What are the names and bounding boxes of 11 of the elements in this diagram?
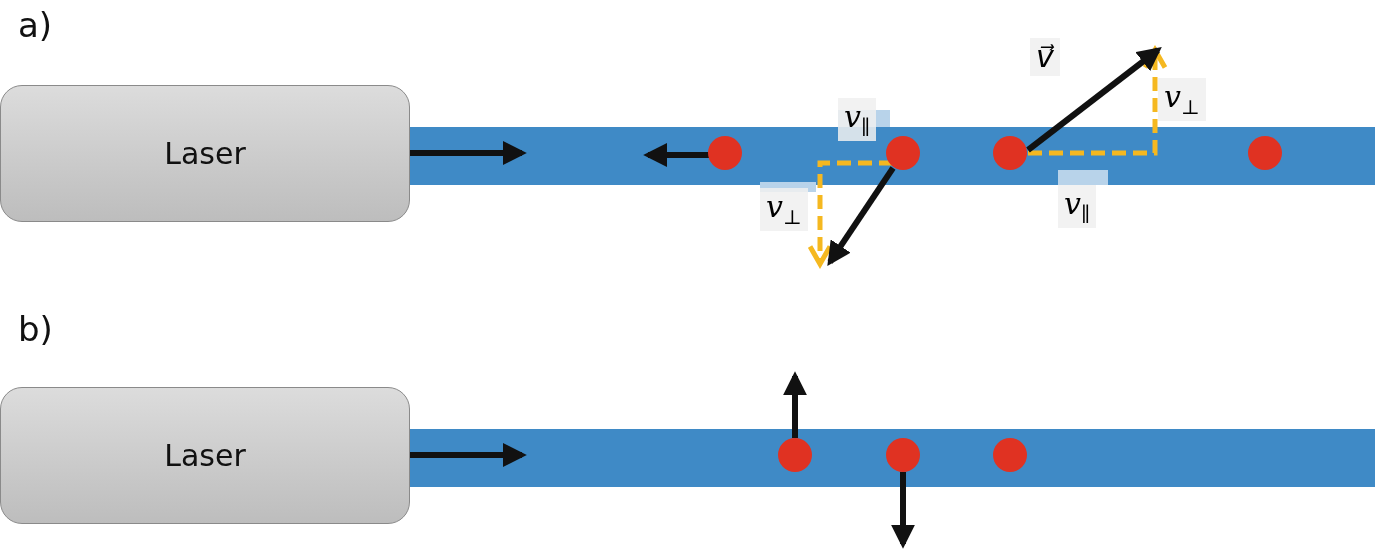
laser-box (0, 387, 410, 524)
node-label: Laser (164, 438, 246, 473)
panel-label: a) (18, 8, 53, 42)
vector-label: v$_{⊥}$ (760, 188, 808, 231)
laser-box (0, 85, 410, 222)
node-label: Laser (164, 136, 246, 171)
panel-label: b) (18, 312, 53, 346)
vector-label: v⃗ (1030, 38, 1060, 76)
vector-label: v$_{⊥}$ (1158, 78, 1206, 121)
vector-label: v$_{∥}$ (838, 98, 877, 141)
vector-label: v$_{∥}$ (1058, 185, 1097, 228)
